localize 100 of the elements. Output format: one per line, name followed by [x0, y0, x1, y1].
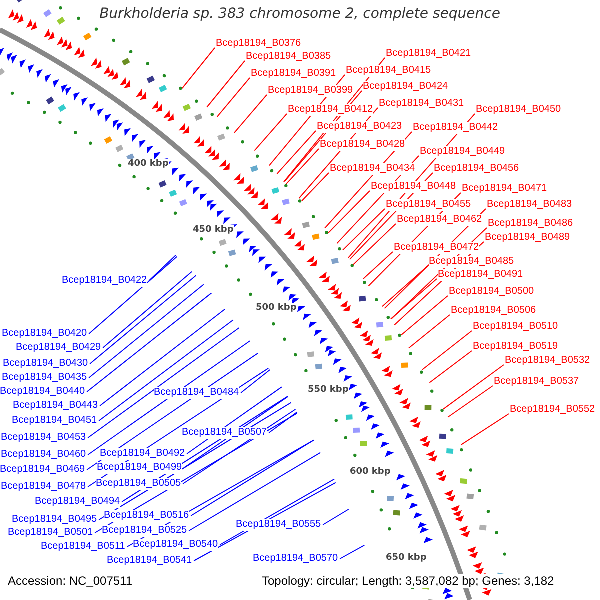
gene-label: Bcep18194_B0489 — [485, 232, 570, 244]
gene-label: Bcep18194_B0505 — [96, 478, 182, 490]
gene-label: Bcep18194_B0435 — [2, 372, 88, 384]
gene-label: Bcep18194_B0483 — [487, 199, 572, 211]
gene-label: Bcep18194_B0442 — [413, 122, 498, 134]
leader-line — [447, 386, 494, 418]
gene-label: Bcep18194_B0440 — [0, 386, 86, 398]
scale-label: 450 kbp — [193, 225, 234, 235]
gene-label: Bcep18194_B0421 — [386, 48, 472, 60]
gene-label: Bcep18194_B0555 — [236, 519, 322, 531]
gene-label: Bcep18194_B0500 — [449, 286, 534, 298]
gene-label: Bcep18194_B0430 — [3, 358, 88, 370]
gene-label: Bcep18194_B0429 — [16, 342, 102, 354]
map-title: Burkholderia sp. 383 chromosome 2, complete sequence — [98, 6, 502, 22]
gene-label: Bcep18194_B0450 — [476, 104, 562, 116]
leader-line — [98, 320, 234, 422]
gene-label: Bcep18194_B0453 — [1, 432, 86, 444]
gene-label: Bcep18194_B0495 — [12, 514, 98, 526]
leader-line — [390, 278, 438, 320]
scale-label: 650 kbp — [386, 553, 427, 563]
leader-line — [302, 172, 330, 202]
gene-label: Bcep18194_B0376 — [216, 38, 302, 50]
gene-label: Bcep18194_B0472 — [394, 242, 480, 254]
leader-line — [182, 48, 216, 89]
gene-label: Bcep18194_B0506 — [451, 305, 536, 317]
gene-label: Bcep18194_B0431 — [379, 98, 464, 110]
gene-label: Bcep18194_B0525 — [102, 525, 188, 537]
gene-label: Bcep18194_B0460 — [1, 449, 86, 461]
gene-label: Bcep18194_B0511 — [41, 541, 126, 553]
leader-line — [276, 130, 316, 175]
scale-label: 550 kbp — [308, 385, 349, 395]
leader-line — [148, 255, 176, 282]
accession-text: Accession: NC_007511 — [8, 574, 133, 588]
gene-label: Bcep18194_B0424 — [363, 81, 448, 93]
leader-line — [286, 148, 320, 185]
gene-label: Bcep18194_B0501 — [8, 527, 94, 539]
leader-line — [342, 208, 386, 251]
gene-label: Bcep18194_B0399 — [268, 85, 354, 97]
gene-label: Bcep18194_B0420 — [2, 328, 88, 340]
gene-label: Bcep18194_B0570 — [253, 553, 338, 565]
leader-line — [188, 452, 322, 532]
gene-label: Bcep18194_B0451 — [12, 415, 98, 427]
gene-label: Bcep18194_B0385 — [246, 51, 332, 63]
leader-line — [429, 350, 472, 384]
leader-line — [352, 224, 396, 266]
gene-label: Bcep18194_B0428 — [320, 139, 406, 151]
gene-label: Bcep18194_B0485 — [429, 256, 514, 268]
gene-label: Bcep18194_B0412 — [288, 104, 374, 116]
leader-line — [240, 370, 271, 394]
scale-label: 600 kbp — [350, 467, 391, 477]
leader-line — [460, 414, 510, 446]
scale-label: 500 kbp — [256, 303, 297, 313]
leader-line — [190, 440, 314, 516]
leader-line — [268, 412, 298, 434]
leader-line — [90, 275, 197, 364]
gene-label: Bcep18194_B0391 — [251, 68, 336, 80]
leader-line — [216, 78, 250, 118]
gene-label: Bcep18194_B0516 — [104, 510, 190, 522]
leader-line — [443, 364, 504, 410]
scale-label: 400 kbp — [128, 159, 169, 169]
summary-text: Topology: circular; Length: 3,587,082 bp; Genes: 3,182 — [262, 574, 554, 588]
gene-label: Bcep18194_B0456 — [434, 163, 520, 175]
leader-line — [254, 114, 288, 152]
leader-line — [206, 60, 246, 108]
leader-line — [88, 328, 240, 438]
gene-label: Bcep18194_B0494 — [35, 496, 120, 508]
leader-line — [363, 252, 394, 280]
gene-label: Bcep18194_B0449 — [420, 146, 506, 158]
leader-line — [88, 256, 178, 334]
gene-label: Bcep18194_B0507 — [182, 427, 268, 439]
gene-label: Bcep18194_B0552 — [510, 404, 596, 416]
leader-line — [88, 340, 251, 456]
gene-label: Bcep18194_B0492 — [100, 448, 186, 460]
gene-label: Bcep18194_B0537 — [494, 376, 580, 388]
gene-label: Bcep18194_B0423 — [317, 121, 402, 133]
gene-label: Bcep18194_B0491 — [438, 269, 524, 281]
gene-label: Bcep18194_B0541 — [107, 555, 192, 567]
leader-line — [102, 271, 192, 348]
leader-line — [328, 190, 370, 234]
gene-label: Bcep18194_B0532 — [505, 355, 590, 367]
leader-line — [234, 94, 268, 134]
gene-label: Bcep18194_B0415 — [346, 65, 432, 77]
gene-label: Bcep18194_B0455 — [386, 199, 472, 211]
gene-label: Bcep18194_B0484 — [154, 387, 240, 399]
gene-label: Bcep18194_B0486 — [488, 218, 574, 230]
leader-line — [340, 544, 366, 560]
leader-line — [88, 284, 204, 378]
leader-line — [382, 266, 428, 308]
gene-label: Bcep18194_B0434 — [330, 163, 416, 175]
gene-label: Bcep18194_B0540 — [133, 539, 218, 551]
gene-label: Bcep18194_B0499 — [97, 462, 182, 474]
gene-label: Bcep18194_B0478 — [1, 481, 86, 493]
gene-label: Bcep18194_B0471 — [462, 183, 548, 195]
leader-line — [408, 314, 450, 349]
leader-line — [400, 296, 448, 336]
gene-label: Bcep18194_B0510 — [473, 321, 558, 333]
leader-line — [422, 330, 472, 370]
gene-label: Bcep18194_B0422 — [62, 275, 148, 287]
gene-label: Bcep18194_B0443 — [13, 400, 98, 412]
gene-label: Bcep18194_B0469 — [0, 464, 86, 476]
